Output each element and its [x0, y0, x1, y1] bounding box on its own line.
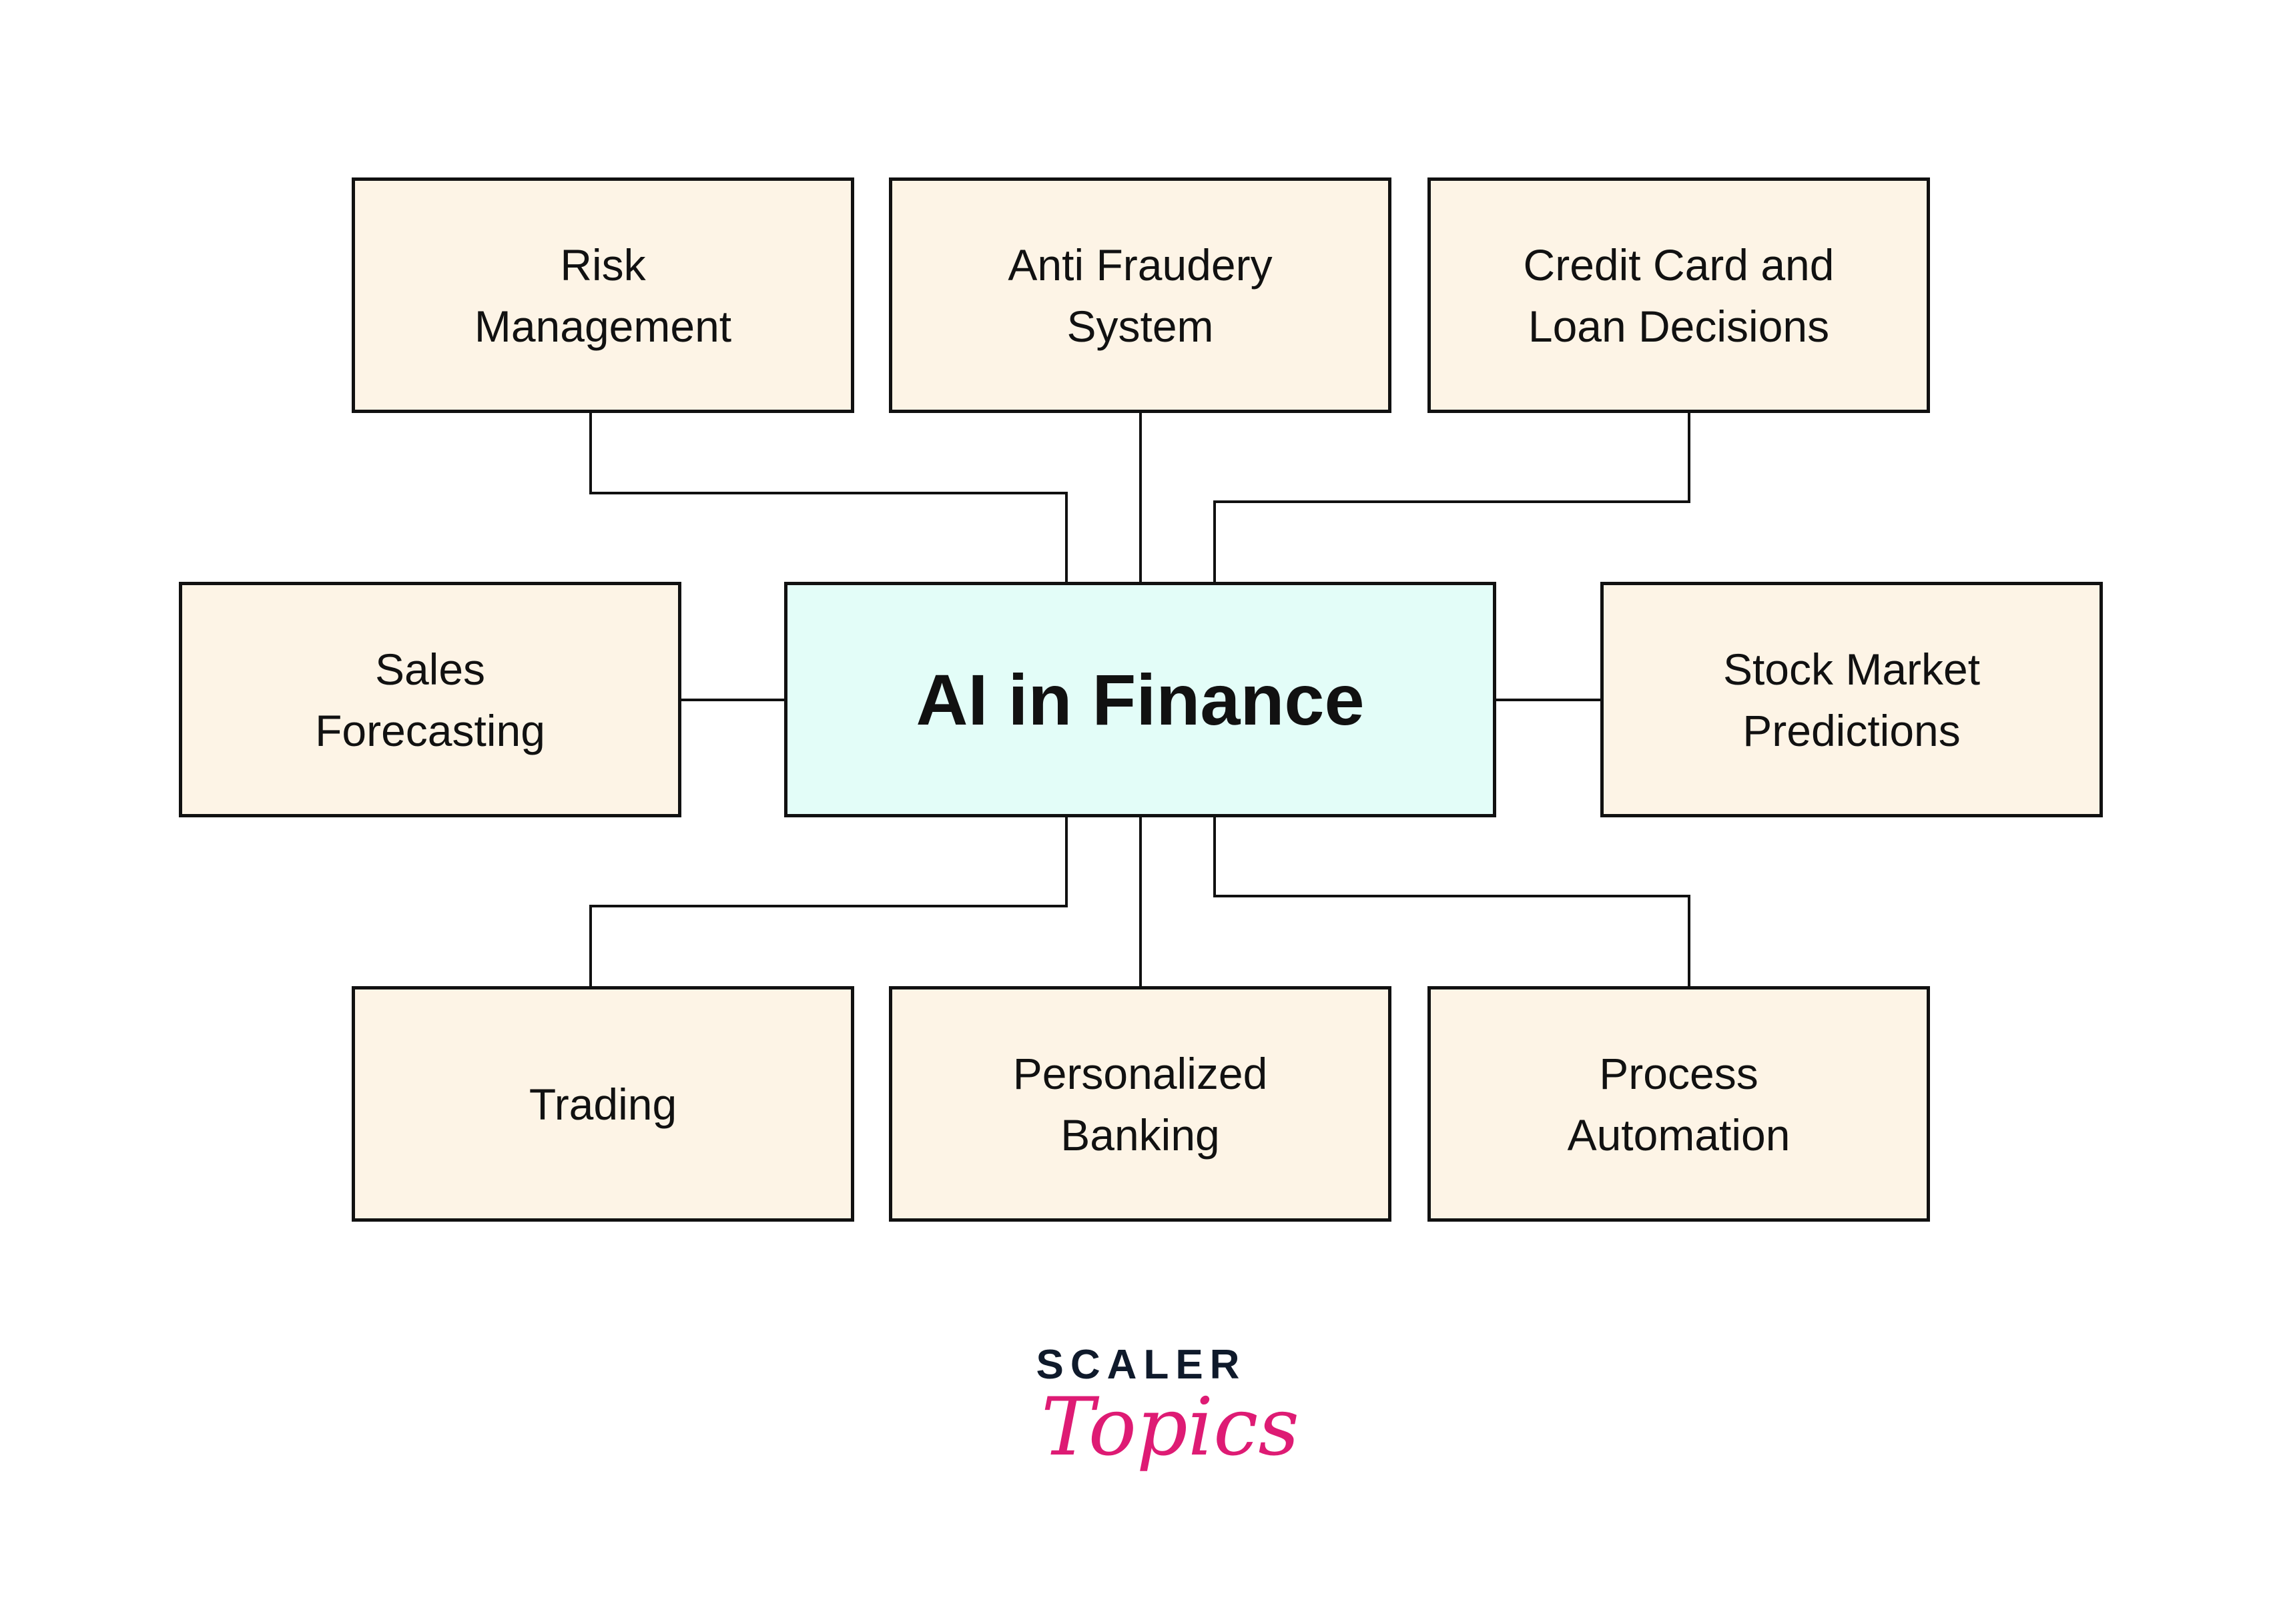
center-label: AI in Finance — [916, 659, 1365, 740]
node-label: Predictions — [1742, 705, 1961, 755]
logo-product: Topics — [1041, 1381, 1299, 1474]
node-label: Stock Market — [1722, 644, 1981, 694]
node-personalized-banking: Personalized Banking — [889, 986, 1391, 1222]
node-label: Forecasting — [315, 705, 545, 755]
node-anti-fraudery-system: Anti Fraudery System — [889, 177, 1391, 413]
center-node-ai-in-finance: AI in Finance — [784, 582, 1496, 817]
node-label: Process — [1599, 1048, 1758, 1098]
node-label: Sales — [374, 644, 486, 694]
node-label: System — [1066, 301, 1214, 351]
node-label: Automation — [1567, 1110, 1791, 1160]
node-label: Loan Decisions — [1528, 301, 1830, 351]
node-credit-card-loan-decisions: Credit Card and Loan Decisions — [1427, 177, 1930, 413]
node-sales-forecasting: Sales Forecasting — [179, 582, 681, 817]
node-label: Trading — [529, 1079, 677, 1129]
node-label: Risk — [560, 240, 646, 290]
node-label: Credit Card and — [1523, 240, 1835, 290]
connector-credit — [1213, 413, 1690, 582]
connector-process — [1213, 817, 1690, 986]
logo-brand: SCALER — [1036, 1342, 1247, 1388]
node-trading: Trading — [352, 986, 854, 1222]
node-label: Management — [474, 301, 732, 351]
node-process-automation: Process Automation — [1427, 986, 1930, 1222]
node-label: Anti Fraudery — [1008, 240, 1273, 290]
node-label: Banking — [1060, 1110, 1220, 1160]
scaler-topics-logo: SCALER Topics — [1028, 1341, 1299, 1515]
node-label: Personalized — [1012, 1048, 1268, 1098]
connector-trading — [589, 817, 1068, 986]
node-stock-market-predictions: Stock Market Predictions — [1600, 582, 2103, 817]
connector-risk — [589, 413, 1068, 582]
node-risk-management: Risk Management — [352, 177, 854, 413]
